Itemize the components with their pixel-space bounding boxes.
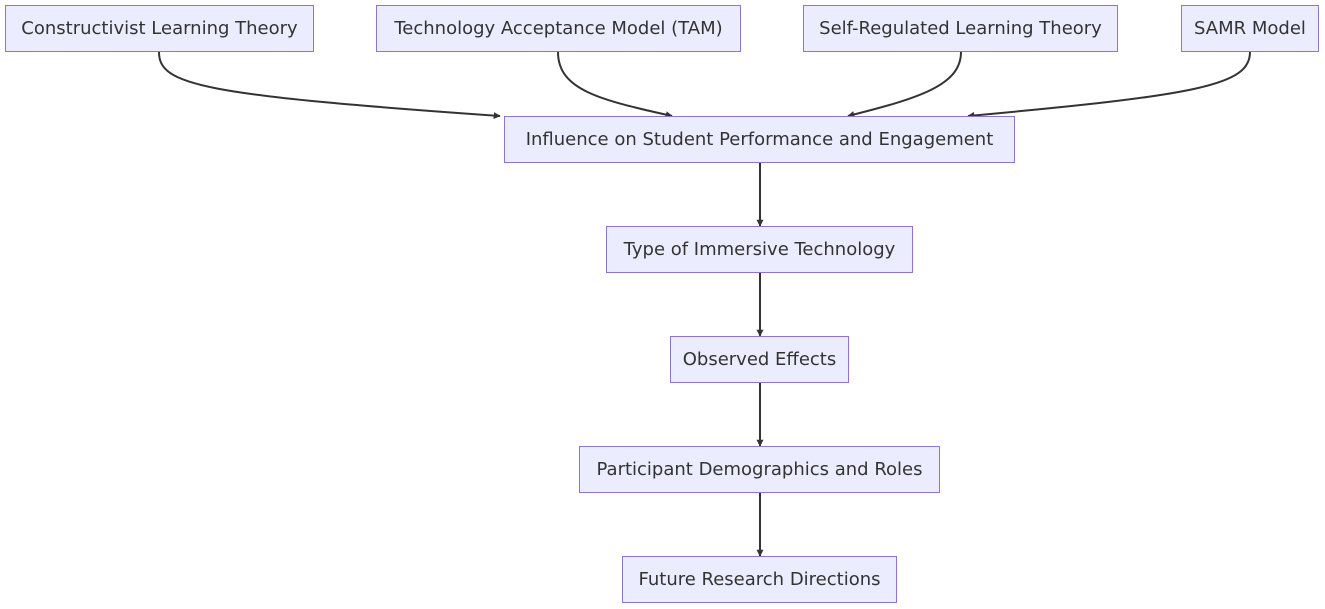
node-future-research-directions: Future Research Directions (622, 556, 897, 603)
node-type-of-immersive-technology: Type of Immersive Technology (606, 226, 913, 273)
edge-constructivist-to-influence (158, 51, 501, 120)
node-technology-acceptance-model: Technology Acceptance Model (TAM) (376, 5, 741, 52)
node-label: Self-Regulated Learning Theory (819, 18, 1102, 39)
edge-tam-to-influence (557, 51, 673, 119)
node-label: Participant Demographics and Roles (596, 459, 923, 480)
node-label: Type of Immersive Technology (623, 239, 896, 260)
node-label: Influence on Student Performance and Eng… (525, 129, 994, 150)
node-label: Technology Acceptance Model (TAM) (394, 18, 723, 39)
node-label: Observed Effects (682, 349, 837, 370)
edge-samr-to-influence (967, 51, 1251, 119)
node-label: Future Research Directions (638, 569, 881, 590)
node-label: SAMR Model (1194, 18, 1306, 39)
node-self-regulated-learning-theory: Self-Regulated Learning Theory (803, 5, 1118, 52)
node-participant-demographics: Participant Demographics and Roles (579, 446, 940, 493)
edge-selfreg-to-influence (847, 51, 962, 118)
node-constructivist-learning-theory: Constructivist Learning Theory (5, 5, 314, 52)
node-observed-effects: Observed Effects (670, 336, 849, 383)
node-influence-on-student-performance: Influence on Student Performance and Eng… (504, 116, 1015, 163)
node-samr-model: SAMR Model (1181, 5, 1319, 52)
node-label: Constructivist Learning Theory (21, 18, 298, 39)
